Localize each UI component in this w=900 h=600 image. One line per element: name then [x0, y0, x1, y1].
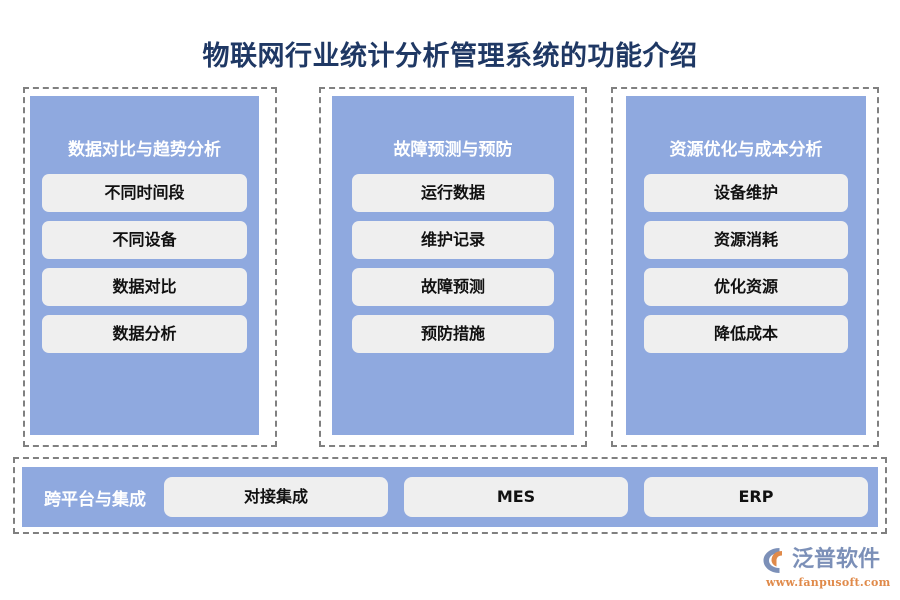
integration-chip-list: 对接集成 MES ERP: [164, 477, 868, 517]
feature-chip[interactable]: 降低成本: [644, 315, 848, 353]
feature-group-heading-3: 资源优化与成本分析: [669, 140, 823, 160]
brand-logo-row: 泛普软件: [762, 545, 890, 575]
feature-chip-list-1: 不同时间段 不同设备 数据对比 数据分析: [30, 174, 259, 362]
feature-chip[interactable]: 维护记录: [352, 221, 554, 259]
feature-chip[interactable]: 优化资源: [644, 268, 848, 306]
feature-chip[interactable]: 故障预测: [352, 268, 554, 306]
fanpu-logo-icon: [762, 547, 790, 574]
feature-chip[interactable]: 预防措施: [352, 315, 554, 353]
feature-chip[interactable]: 不同时间段: [42, 174, 247, 212]
integration-panel: 跨平台与集成 对接集成 MES ERP: [22, 467, 878, 527]
integration-chip[interactable]: MES: [404, 477, 628, 517]
feature-chip-list-3: 设备维护 资源消耗 优化资源 降低成本: [626, 174, 866, 362]
brand-name: 泛普软件: [792, 547, 881, 572]
brand-logo: 泛普软件 www.fanpusoft.com: [762, 545, 890, 591]
integration-chip[interactable]: 对接集成: [164, 477, 388, 517]
feature-chip-list-2: 运行数据 维护记录 故障预测 预防措施: [332, 174, 574, 362]
feature-group-panel-2: 故障预测与预防 运行数据 维护记录 故障预测 预防措施: [332, 96, 574, 435]
brand-url: www.fanpusoft.com: [766, 576, 891, 589]
integration-label: 跨平台与集成: [44, 489, 146, 510]
feature-chip[interactable]: 数据对比: [42, 268, 247, 306]
feature-group-heading-1: 数据对比与趋势分析: [68, 140, 221, 160]
feature-chip[interactable]: 不同设备: [42, 221, 247, 259]
feature-chip[interactable]: 设备维护: [644, 174, 848, 212]
feature-group-panel-3: 资源优化与成本分析 设备维护 资源消耗 优化资源 降低成本: [626, 96, 866, 435]
feature-chip[interactable]: 数据分析: [42, 315, 247, 353]
feature-chip[interactable]: 运行数据: [352, 174, 554, 212]
page-title: 物联网行业统计分析管理系统的功能介绍: [202, 41, 698, 72]
feature-group-panel-1: 数据对比与趋势分析 不同时间段 不同设备 数据对比 数据分析: [30, 96, 259, 435]
feature-group-heading-2: 故障预测与预防: [393, 140, 513, 160]
integration-chip[interactable]: ERP: [644, 477, 868, 517]
feature-chip[interactable]: 资源消耗: [644, 221, 848, 259]
